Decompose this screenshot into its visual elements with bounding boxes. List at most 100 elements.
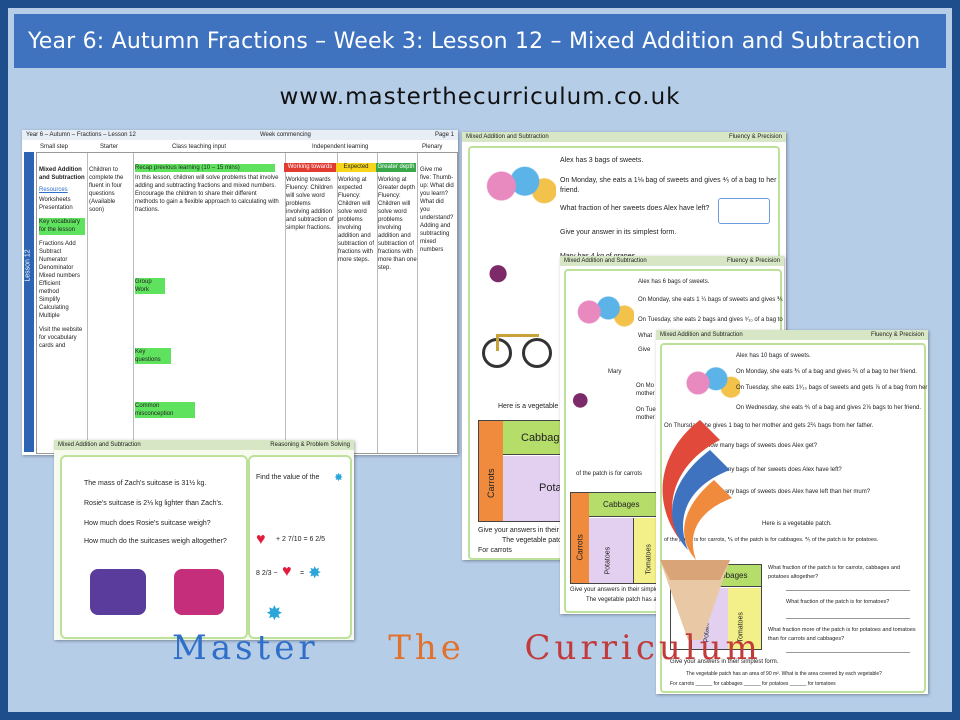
reasoning-left-panel: The mass of Zach's suitcase is 31½ kg. R… bbox=[60, 455, 248, 639]
sweets-icon bbox=[478, 162, 556, 210]
brand-wordmark: Master The Curriculum bbox=[172, 628, 762, 668]
f1-line7: Here is a vegetable p bbox=[498, 403, 565, 410]
fluency1-header-left: Mixed Addition and Subtraction bbox=[466, 134, 549, 140]
side-label: Lesson 12 bbox=[24, 249, 32, 282]
heart-icon: ♥ bbox=[256, 531, 266, 548]
f1-carrot-plot bbox=[479, 421, 503, 521]
resource-items: Worksheets Presentation bbox=[39, 197, 73, 211]
f1-line3: friend. bbox=[560, 187, 580, 194]
title-banner: Year 6: Autumn Fractions – Week 3: Lesso… bbox=[14, 14, 946, 68]
plenary-text: Give me five: Thumb-up: What did you lea… bbox=[420, 167, 454, 253]
f3-answer-line-1[interactable] bbox=[786, 590, 910, 591]
resources-label[interactable]: Resources bbox=[39, 187, 68, 193]
brand-word-2: The bbox=[388, 628, 465, 668]
reasoning-right-panel: Find the value of the ✸ ♥ + 2 7/10 = 6 2… bbox=[248, 455, 352, 639]
sweets-icon-2 bbox=[570, 292, 634, 332]
fluency3-header: Mixed Addition and Subtraction Fluency &… bbox=[656, 330, 928, 340]
answer-box[interactable] bbox=[718, 198, 770, 224]
gd-text: Working at Greater depth Fluency: Childr… bbox=[378, 177, 417, 271]
f3-line9: Here is a vegetable patch. bbox=[762, 521, 832, 527]
find-value-text: Find the value of the bbox=[256, 474, 320, 481]
misconception-heading: Common misconception bbox=[135, 402, 195, 418]
f1-line2: On Monday, she eats a 1⅛ bag of sweets a… bbox=[560, 177, 777, 184]
f3-line1: Alex has 10 bags of sweets. bbox=[736, 353, 811, 359]
f2-potato-plot: Potatoes bbox=[589, 518, 634, 583]
grapes-icon-2: ● bbox=[570, 380, 591, 418]
suitcase-purple-icon bbox=[90, 569, 146, 615]
torch-rim bbox=[660, 560, 730, 580]
input-heading: Recap previous learning (10 – 15 mins) bbox=[135, 164, 275, 172]
f3-line11: Give your answers in their simplest form… bbox=[670, 659, 779, 665]
exp-text: Working at expected Fluency: Children wi… bbox=[338, 177, 375, 263]
f3-line7: How many bags of her sweets does Alex ha… bbox=[706, 467, 842, 473]
website-url[interactable]: www.masterthecurriculum.co.uk bbox=[279, 84, 681, 110]
flame-red bbox=[662, 420, 720, 540]
grapes-icon: ● bbox=[486, 250, 511, 294]
brand-word-1: Master bbox=[172, 628, 319, 668]
f3-answer-line-3[interactable] bbox=[786, 652, 910, 653]
f1-line5: Give your answer in its simplest form. bbox=[560, 229, 677, 236]
f3-line13: For carrots ______ for cabbages ______ f… bbox=[670, 681, 836, 687]
star-icon: ✸ bbox=[334, 472, 344, 484]
planner-header: Year 6 – Autumn – Fractions – Lesson 12 … bbox=[22, 130, 458, 140]
fluency3-header-left: Mixed Addition and Subtraction bbox=[660, 332, 743, 338]
suitcase-pink-icon bbox=[174, 569, 224, 615]
f2-line4: What bbox=[638, 333, 653, 339]
f3-question3: What fraction more of the patch is for p… bbox=[768, 627, 916, 642]
lesson-planner-sheet: Year 6 – Autumn – Fractions – Lesson 12 … bbox=[22, 130, 458, 455]
fluency2-header-right: Fluency & Precision bbox=[726, 258, 780, 264]
heart-icon-2: ♥ bbox=[282, 563, 292, 580]
f2-carrot-label: Carrots bbox=[575, 534, 585, 561]
f3-question1: What fraction of the patch is for carrot… bbox=[768, 565, 901, 580]
vocab-list: Fractions Add Subtract Numerator Denomin… bbox=[39, 241, 81, 319]
fluency1-header-right: Fluency & Precision bbox=[728, 134, 782, 140]
f3-line6: How many bags of sweets does Alex get? bbox=[706, 443, 818, 449]
f2-line13: The vegetable patch has ar bbox=[586, 597, 659, 603]
star-icon-2: ✸ bbox=[308, 565, 322, 582]
website-note: Visit the website for vocabulary cards a… bbox=[39, 327, 83, 349]
sub-header-exp: Expected bbox=[336, 163, 376, 172]
f1-line1: Alex has 3 bags of sweets. bbox=[560, 157, 644, 164]
f1-line4: What fraction of her sweets does Alex ha… bbox=[560, 205, 710, 212]
small-step-text: Mixed Addition and Subtraction bbox=[39, 167, 85, 181]
reasoning-q2: Rosie's suitcase is 2⅓ kg lighter than Z… bbox=[84, 500, 224, 507]
star-icon-3: ✸ bbox=[266, 603, 283, 625]
f3-line4: On Wednesday, she eats ⅘ of a bag and gi… bbox=[736, 405, 922, 411]
f1-line8: Give your answers in their bbox=[478, 527, 559, 534]
f2-line9: On Tue bbox=[636, 407, 656, 413]
planner-header-right: Page 1 bbox=[434, 132, 454, 138]
f3-line12: The vegetable patch has an area of 90 m²… bbox=[686, 671, 882, 677]
col-starter: Starter bbox=[100, 144, 119, 150]
equation-2: 8 2/3 − bbox=[256, 570, 278, 577]
f2-line5: Give bbox=[638, 347, 651, 353]
reasoning-q1: The mass of Zach's suitcase is 31½ kg. bbox=[84, 480, 207, 487]
planner-header-left: Year 6 – Autumn – Fractions – Lesson 12 bbox=[26, 132, 136, 138]
f2-carrot-plot bbox=[571, 493, 589, 583]
reasoning-header-left: Mixed Addition and Subtraction bbox=[58, 442, 141, 448]
col-input: Class teaching input bbox=[172, 144, 227, 150]
f3-line8: How many bags of sweets does Alex have l… bbox=[706, 489, 871, 495]
f2-potato-label: Potatoes bbox=[604, 546, 612, 575]
sweets-icon-3 bbox=[680, 362, 740, 404]
key-questions-heading: Key questions bbox=[135, 348, 171, 364]
f1-line10: For carrots bbox=[478, 547, 512, 554]
f3-line2: On Monday, she eats ⅗ of a bag and gives… bbox=[736, 369, 917, 375]
sub-header-gd: Greater depth bbox=[376, 163, 416, 172]
f2-line3: On Tuesday, she eats 2 bags and gives ⁹⁄… bbox=[638, 317, 784, 323]
equation-1: + 2 7/10 = 6 2/5 bbox=[276, 536, 326, 543]
fluency3-border bbox=[660, 343, 926, 693]
f3-line10: of the patch is for carrots, ⅙ of the pa… bbox=[664, 537, 879, 543]
f2-line6: Mary bbox=[608, 369, 622, 375]
reasoning-sheet: Mixed Addition and Subtraction Reasoning… bbox=[54, 440, 354, 640]
equation-3: = bbox=[300, 570, 305, 577]
f2-line2: On Monday, she eats 1 ¼ bags of sweets a… bbox=[638, 297, 784, 303]
f1-carrot-label: Carrots bbox=[486, 468, 496, 498]
f3-line5: On Thursday, she gives 1 bag to her moth… bbox=[664, 423, 874, 429]
reasoning-header: Mixed Addition and Subtraction Reasoning… bbox=[54, 440, 354, 450]
f3-answer-line-2[interactable] bbox=[786, 618, 910, 619]
col-plenary: Plenary bbox=[422, 144, 443, 150]
side-label-bar: Lesson 12 bbox=[24, 152, 34, 452]
col-independent: Independent learning bbox=[312, 144, 369, 150]
reasoning-q3: How much does Rosie's suitcase weigh? bbox=[84, 520, 211, 527]
brand-word-3: Curriculum bbox=[524, 628, 762, 668]
